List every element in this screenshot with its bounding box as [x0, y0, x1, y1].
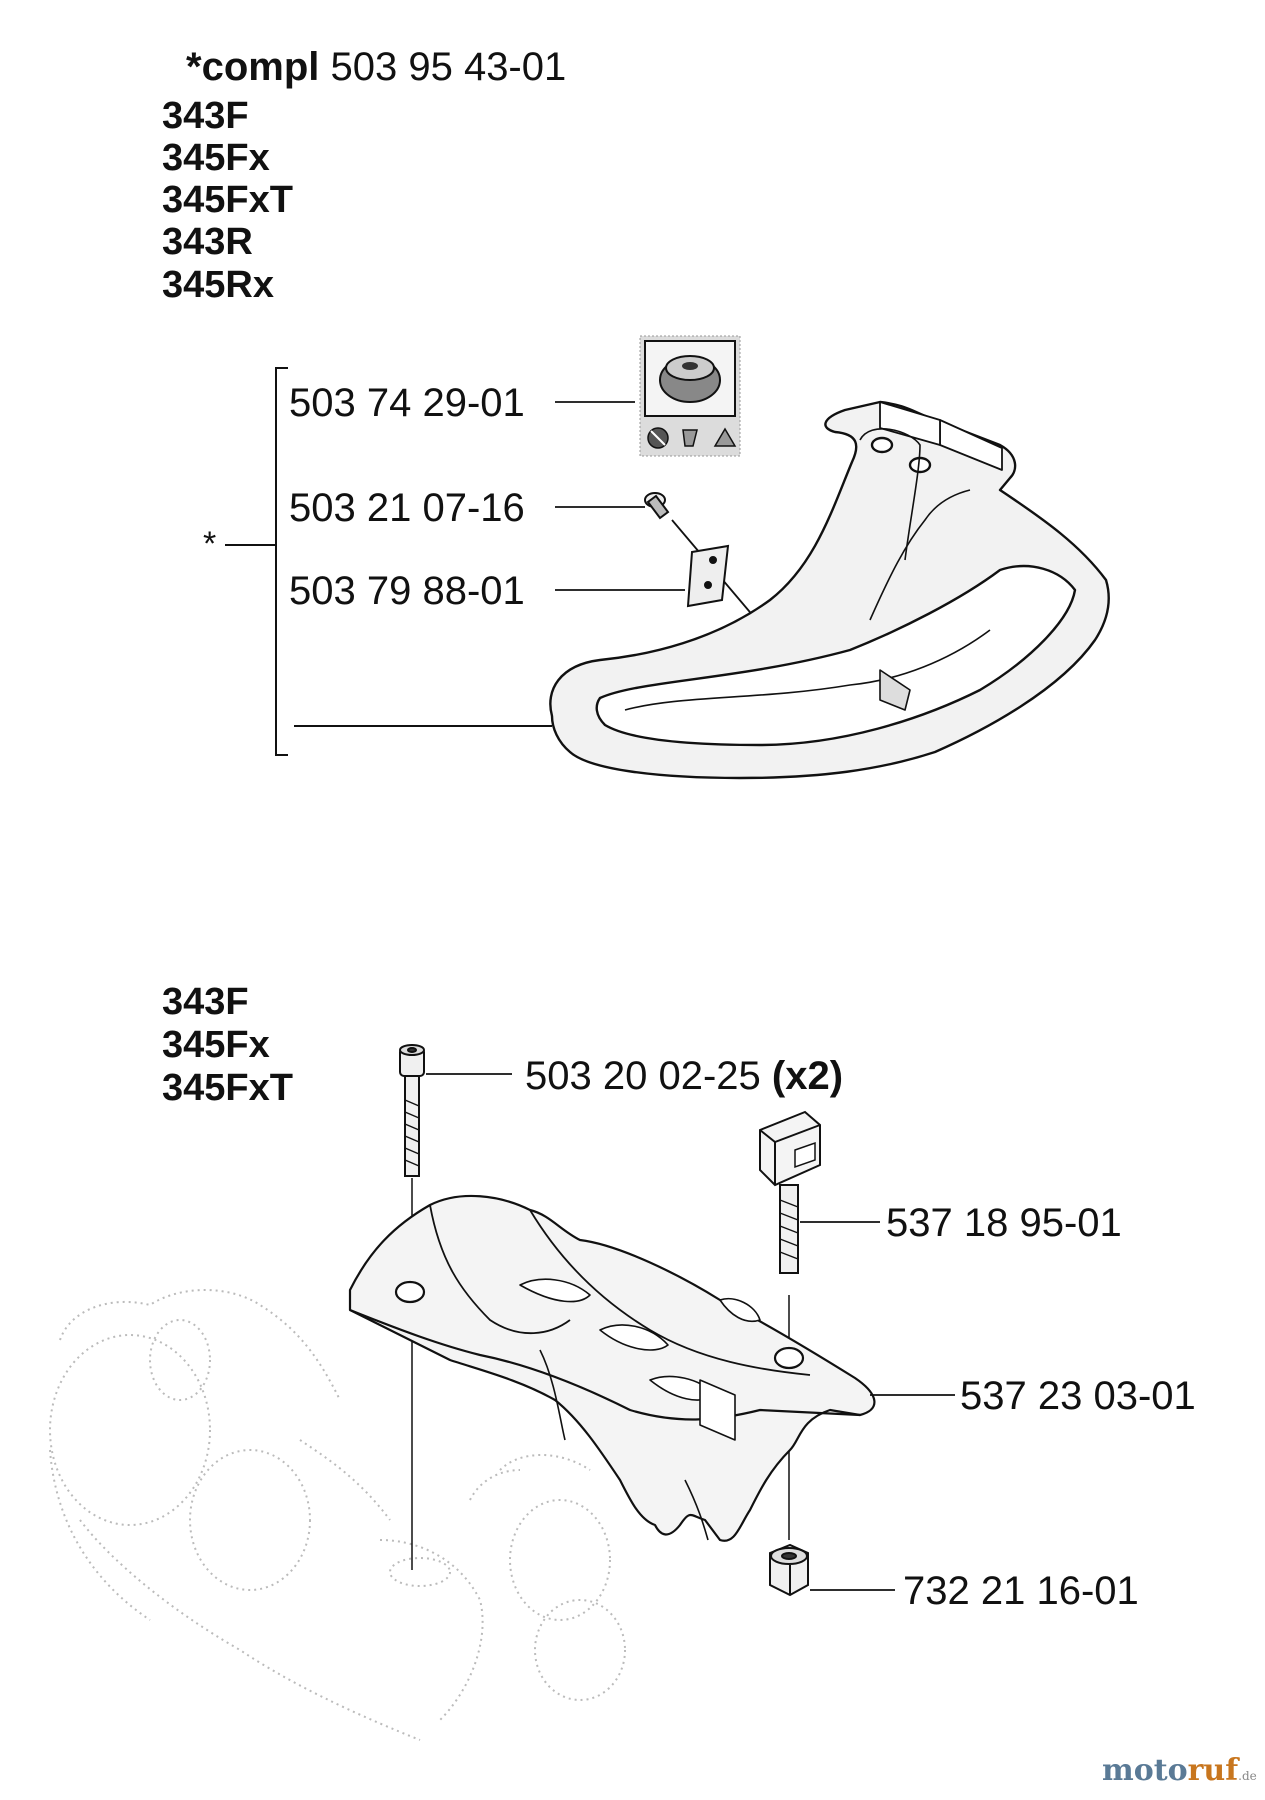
screw-drawing: [399, 1044, 425, 1177]
triangle-blade-icon: [713, 427, 737, 447]
model-label: 343F: [162, 95, 249, 137]
part-number-label: 537 23 03-01: [960, 1374, 1196, 1418]
watermark-suffix: .de: [1238, 1769, 1257, 1783]
model-label: 345FxT: [162, 1067, 293, 1109]
leader-lines-bottom: [426, 1073, 955, 1591]
nut-drawing: [769, 1543, 809, 1597]
bolt-drawing: [644, 492, 670, 520]
complete-assembly-label: *compl 503 95 43-01: [186, 47, 566, 87]
watermark-logo: motoruf.de: [1102, 1756, 1257, 1786]
watermark-part-a: moto: [1102, 1753, 1188, 1788]
clamp-plate-drawing: [348, 1194, 876, 1542]
model-label: 345FxT: [162, 179, 293, 221]
trimmer-head-icon: [659, 355, 721, 403]
model-label: 343R: [162, 221, 253, 263]
part-number-label: 503 79 88-01: [289, 569, 525, 613]
compl-prefix: *compl: [186, 45, 320, 89]
assembly-bracket: [225, 367, 552, 756]
asterisk-marker: *: [203, 525, 217, 563]
compl-number: 503 95 43-01: [330, 45, 567, 89]
model-label: 345Rx: [162, 264, 274, 306]
part-number-label: 503 74 29-01: [289, 381, 525, 425]
screw-number: 503 20 02-25: [525, 1054, 761, 1098]
wedge-bolt-drawing: [759, 1110, 821, 1274]
screw-quantity: (x2): [771, 1054, 844, 1098]
part-number-label: 732 21 16-01: [903, 1569, 1139, 1613]
circle-blade-icon: [647, 427, 669, 449]
part-number-label: 503 21 07-16: [289, 486, 525, 530]
model-label: 343F: [162, 981, 249, 1023]
model-label: 345Fx: [162, 137, 270, 179]
grass-blade-icon: [682, 429, 698, 447]
gearbox-ghost-outline: [49, 1289, 626, 1741]
watermark-part-b: ruf: [1187, 1753, 1239, 1788]
screw-part-label: 503 20 02-25 (x2): [525, 1056, 843, 1096]
guard-shield-drawing: [549, 400, 1110, 780]
part-number-label: 537 18 95-01: [886, 1201, 1122, 1245]
plate-drawing: [686, 544, 730, 608]
accessory-kit-box: [639, 335, 741, 457]
model-label: 345Fx: [162, 1024, 270, 1066]
